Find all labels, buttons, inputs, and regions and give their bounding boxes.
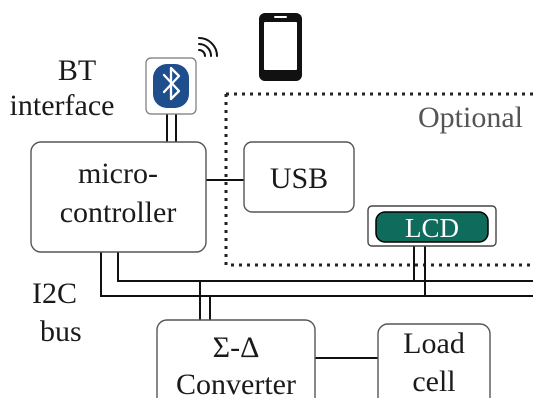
signal-waves-icon (198, 37, 218, 57)
converter-label-line2: Converter (176, 368, 296, 398)
optional-region-border (224, 92, 533, 267)
converter-block: Σ-Δ Converter (156, 319, 316, 398)
i2c-label-line1: I2C (32, 277, 77, 310)
load-cell-label-line1: Load (403, 327, 465, 360)
micro-label-line1: micro- (78, 157, 158, 190)
converter-label-line1: Σ-Δ (213, 331, 260, 364)
lcd-block: LCD (367, 205, 497, 247)
smartphone-icon (259, 13, 302, 81)
i2c-label-line2: bus (40, 315, 82, 348)
lcd-label: LCD (405, 213, 459, 243)
optional-label: Optional (418, 101, 523, 134)
bt-interface-label-line1: BT (58, 54, 96, 87)
usb-label: USB (270, 162, 328, 195)
bt-interface-label-line2: interface (10, 89, 115, 122)
load-cell-label-line2: cell (412, 365, 455, 398)
bt-to-micro-wires (166, 114, 177, 142)
microcontroller-block: micro- controller (30, 141, 207, 253)
bluetooth-icon (145, 57, 197, 115)
i2c-bus-lines (100, 252, 533, 297)
bus-to-converter-wires (199, 281, 211, 320)
usb-block: USB (243, 141, 355, 213)
micro-label-line2: controller (60, 196, 177, 229)
lcd-bus-wires (413, 246, 426, 296)
load-cell-block: Load cell (377, 323, 491, 398)
